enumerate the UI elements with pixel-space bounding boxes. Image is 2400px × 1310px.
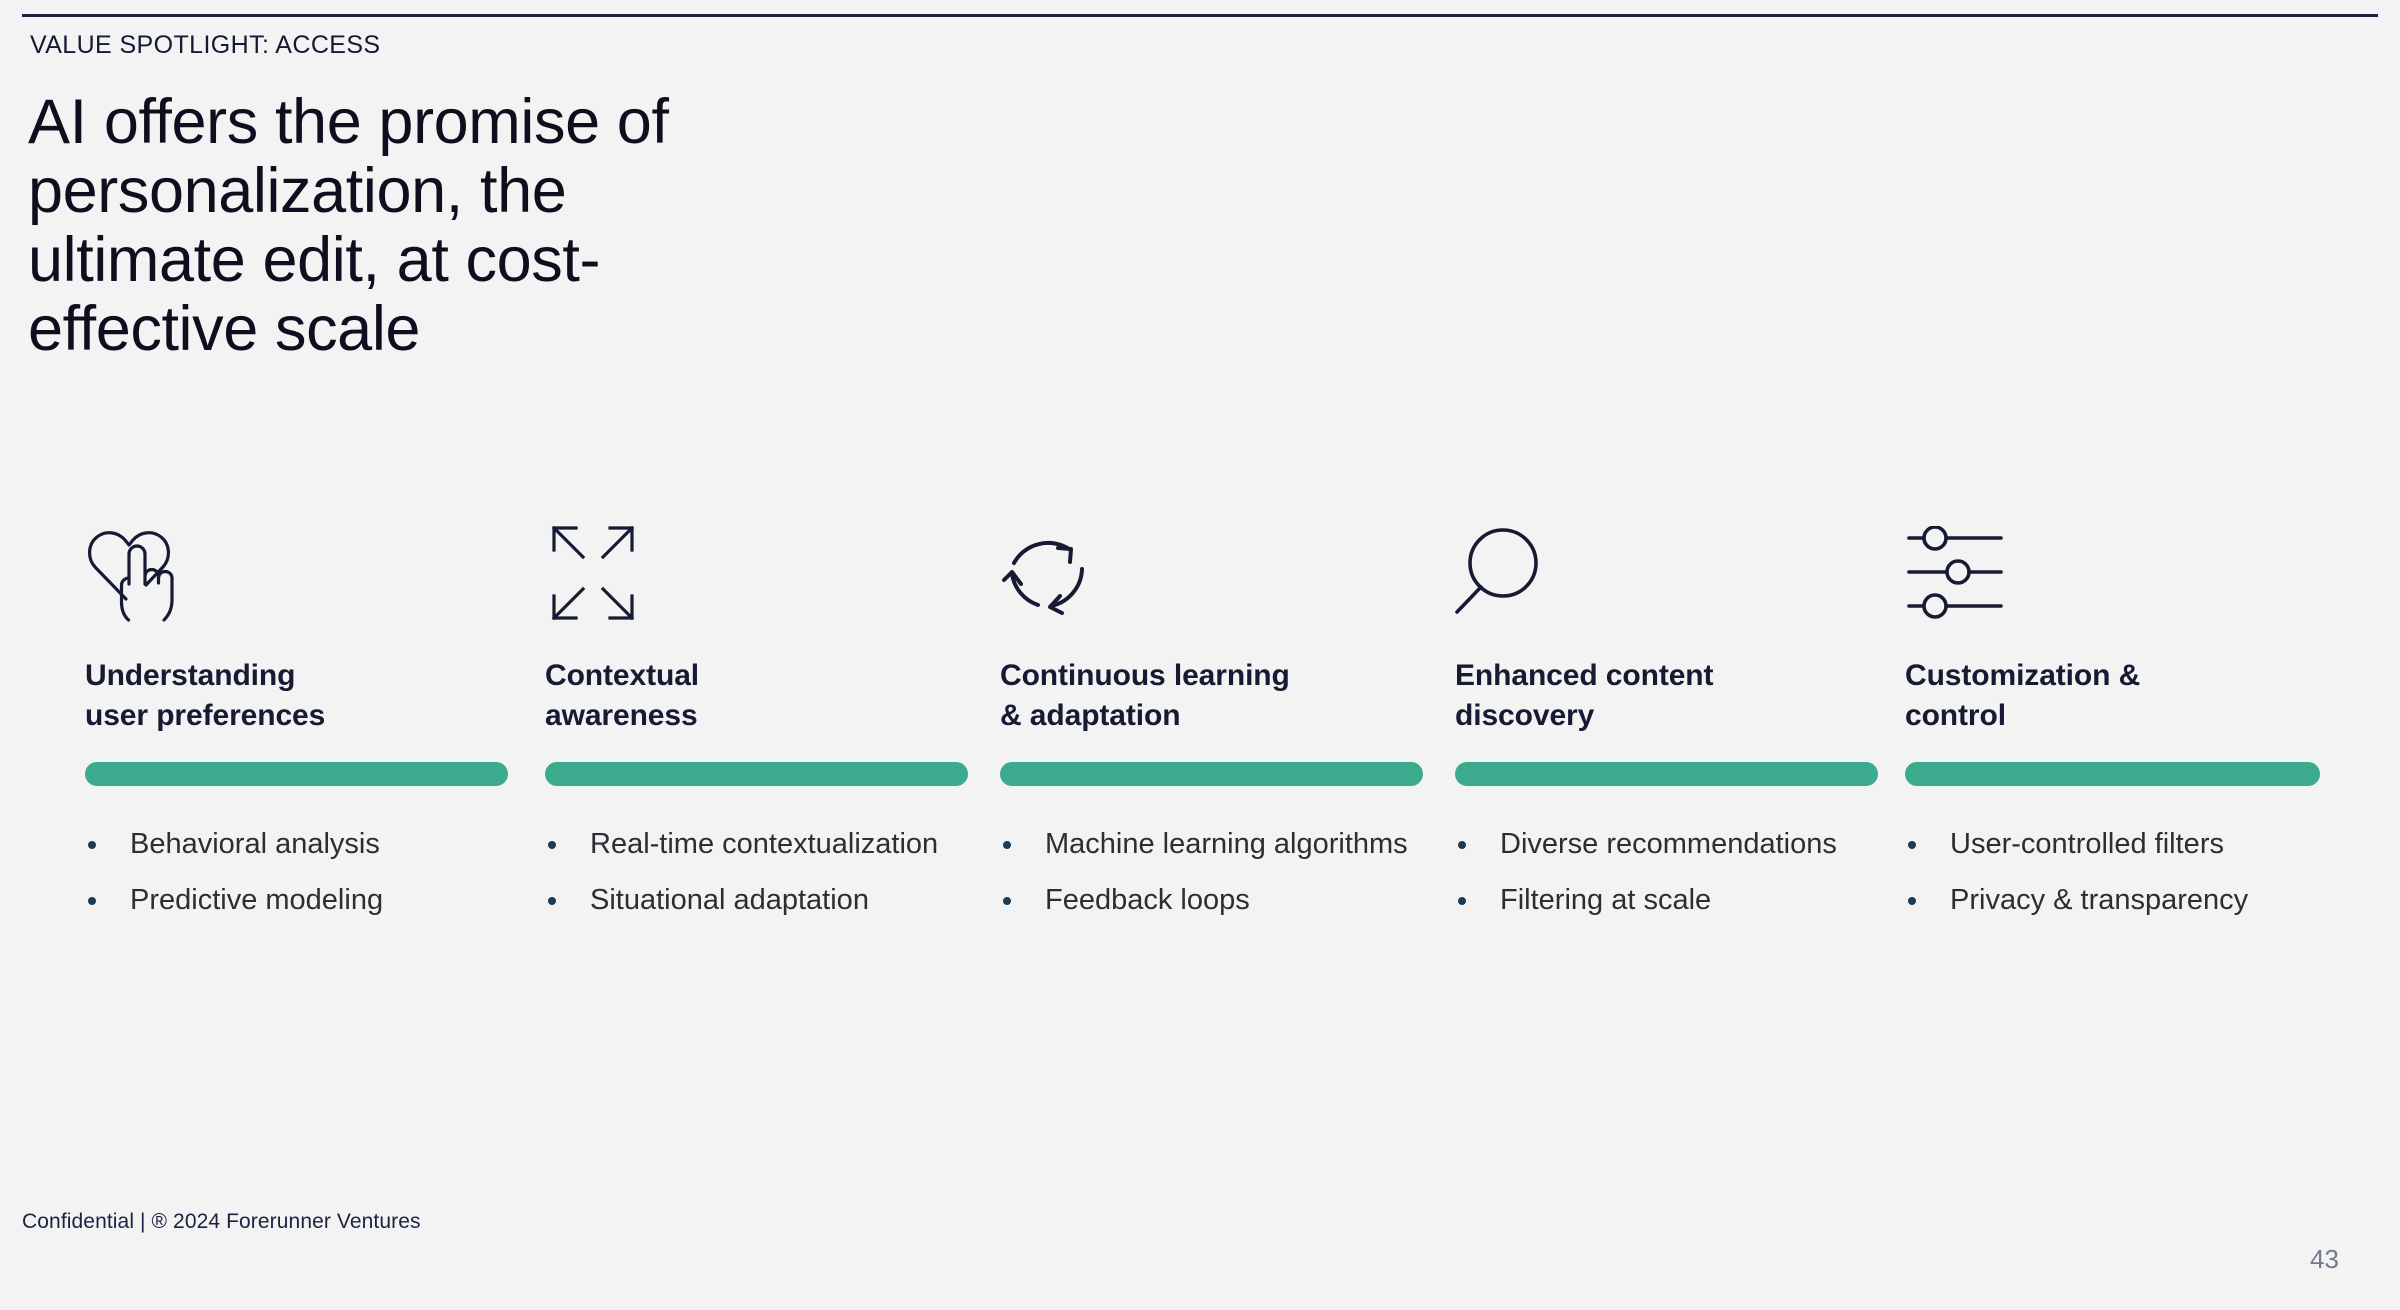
bullet-dot-icon xyxy=(88,897,96,905)
footer-confidential: Confidential | ® 2024 Forerunner Venture… xyxy=(22,1210,421,1233)
bullet-text: Situational adaptation xyxy=(590,884,869,916)
feature-bullet-list: Diverse recommendations Filtering at sca… xyxy=(1455,824,1885,920)
accent-bar xyxy=(1905,762,2320,786)
feature-bullet-list: Behavioral analysis Predictive modeling xyxy=(85,824,515,920)
feature-bullet-list: Machine learning algorithms Feedback loo… xyxy=(1000,824,1430,920)
accent-bar xyxy=(85,762,508,786)
sliders-icon xyxy=(1905,520,2345,656)
refresh-cycle-icon xyxy=(1000,520,1430,656)
expand-arrows-icon xyxy=(545,520,975,656)
slide-headline: AI offers the promise of personalization… xyxy=(28,87,669,364)
list-item: Machine learning algorithms xyxy=(1000,824,1430,864)
feature-bullet-list: Real-time contextualization Situational … xyxy=(545,824,975,920)
page-number: 43 xyxy=(2310,1244,2339,1274)
feature-column-enhanced-content-discovery: Enhanced content discovery Diverse recom… xyxy=(1455,520,1885,936)
list-item: User-controlled filters xyxy=(1905,824,2345,864)
bullet-text: Predictive modeling xyxy=(130,884,384,916)
list-item: Predictive modeling xyxy=(85,880,515,920)
bullet-dot-icon xyxy=(1908,841,1916,849)
feature-column-continuous-learning: Continuous learning & adaptation Machine… xyxy=(1000,520,1430,936)
list-item: Situational adaptation xyxy=(545,880,975,920)
bullet-dot-icon xyxy=(1908,897,1916,905)
bullet-text: Diverse recommendations xyxy=(1500,828,1837,860)
accent-bar xyxy=(1455,762,1878,786)
list-item: Real-time contextualization xyxy=(545,824,975,864)
bullet-dot-icon xyxy=(548,841,556,849)
feature-column-customization-control: Customization & control User-controlled … xyxy=(1905,520,2345,936)
feature-title: Contextual awareness xyxy=(545,659,700,732)
accent-bar xyxy=(1000,762,1423,786)
feature-title: Continuous learning & adaptation xyxy=(1000,659,1290,732)
feature-title: Enhanced content discovery xyxy=(1455,659,1714,732)
bullet-dot-icon xyxy=(1458,897,1466,905)
magnifier-icon xyxy=(1455,520,1885,656)
feature-column-understanding-user-preferences: Understanding user preferences Behaviora… xyxy=(85,520,515,936)
bullet-dot-icon xyxy=(1003,897,1011,905)
top-rule-divider xyxy=(22,14,2378,17)
bullet-text: Behavioral analysis xyxy=(130,828,380,860)
feature-title: Customization & control xyxy=(1905,659,2141,732)
bullet-text: User-controlled filters xyxy=(1950,828,2224,860)
bullet-dot-icon xyxy=(1458,841,1466,849)
feature-column-contextual-awareness: Contextual awareness Real-time contextua… xyxy=(545,520,975,936)
list-item: Privacy & transparency xyxy=(1905,880,2345,920)
heart-tap-icon xyxy=(85,520,515,656)
feature-title: Understanding user preferences xyxy=(85,659,326,732)
list-item: Filtering at scale xyxy=(1455,880,1885,920)
bullet-dot-icon xyxy=(1003,841,1011,849)
slide-eyebrow: VALUE SPOTLIGHT: ACCESS xyxy=(30,31,381,59)
bullet-text: Filtering at scale xyxy=(1500,884,1712,916)
list-item: Feedback loops xyxy=(1000,880,1430,920)
list-item: Behavioral analysis xyxy=(85,824,515,864)
bullet-text: Privacy & transparency xyxy=(1950,884,2249,916)
list-item: Diverse recommendations xyxy=(1455,824,1885,864)
bullet-text: Machine learning algorithms xyxy=(1045,828,1408,860)
bullet-dot-icon xyxy=(548,897,556,905)
feature-bullet-list: User-controlled filters Privacy & transp… xyxy=(1905,824,2345,920)
accent-bar xyxy=(545,762,968,786)
bullet-text: Real-time contextualization xyxy=(590,828,939,860)
bullet-dot-icon xyxy=(88,841,96,849)
bullet-text: Feedback loops xyxy=(1045,884,1250,916)
